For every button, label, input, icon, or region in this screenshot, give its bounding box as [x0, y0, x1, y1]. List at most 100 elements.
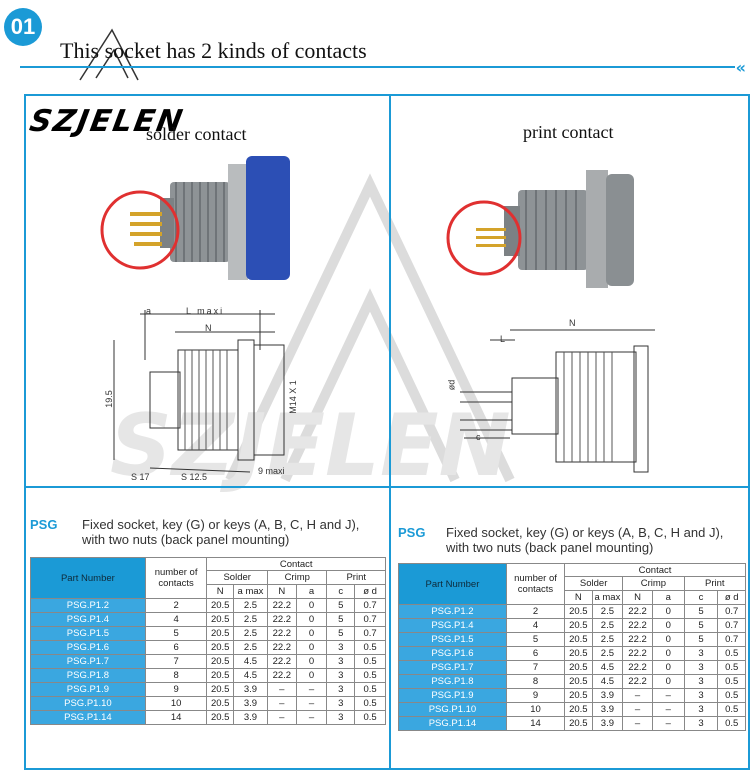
table-cell: 20.5 [564, 674, 593, 689]
table-cell: 20.5 [564, 660, 593, 675]
table-cell: – [622, 702, 653, 717]
part-number-cell: PSG.P1.2 [30, 598, 146, 613]
part-number-cell: PSG.P1.8 [398, 674, 507, 689]
product-code: PSG [30, 517, 58, 532]
title-underline [20, 66, 735, 68]
table-cell: 4 [144, 612, 208, 627]
table-cell: 4.5 [232, 668, 268, 683]
dim-s12: S 12.5 [181, 472, 208, 482]
table-cell: 20.5 [564, 702, 593, 717]
header-n: N [206, 584, 234, 599]
table-cell: – [266, 696, 297, 711]
header-a: a [651, 590, 685, 605]
dim-19-5: 19.5 [103, 390, 114, 408]
table-cell: 20.5 [206, 696, 234, 711]
table-cell: – [266, 710, 297, 725]
table-cell: 20.5 [564, 632, 593, 647]
table-cell: 2.5 [591, 618, 624, 633]
table-cell: 9 [505, 688, 566, 703]
part-number-cell: PSG.P1.7 [398, 660, 507, 675]
product-description-line2: with two nuts (back panel mounting) [82, 532, 290, 547]
table-cell: 0.5 [717, 716, 746, 731]
table-cell: 20.5 [206, 654, 234, 669]
table-cell: 0 [295, 654, 328, 669]
header-c: c [326, 584, 356, 599]
table-cell: 0.5 [717, 674, 746, 689]
table-cell: 9 [144, 682, 208, 697]
table-cell: 0.7 [717, 632, 746, 647]
header-amax: a max [591, 590, 624, 605]
table-cell: 0.5 [717, 660, 746, 675]
table-cell: 5 [683, 632, 719, 647]
part-number-cell: PSG.P1.2 [398, 604, 507, 619]
table-cell: 0.7 [717, 604, 746, 619]
table-cell: 22.2 [622, 660, 653, 675]
table-cell: – [651, 702, 685, 717]
header-crimp: Crimp [266, 570, 328, 585]
table-cell: 22.2 [622, 604, 653, 619]
header-print: Print [326, 570, 386, 585]
print-socket-drawing [460, 329, 655, 473]
table-cell: 3 [683, 702, 719, 717]
part-number-cell: PSG.P1.5 [398, 632, 507, 647]
part-number-cell: PSG.P1.9 [30, 682, 146, 697]
solder-contact-caption: solder contact [146, 124, 247, 144]
table-cell: 8 [505, 674, 566, 689]
table-cell: 4.5 [232, 654, 268, 669]
table-cell: – [622, 688, 653, 703]
header-od: ø d [717, 590, 746, 605]
table-cell: 20.5 [206, 682, 234, 697]
part-number-cell: PSG.P1.6 [398, 646, 507, 661]
table-cell: 2.5 [591, 604, 624, 619]
table-cell: 5 [326, 612, 356, 627]
table-cell: 22.2 [622, 674, 653, 689]
table-cell: 3.9 [232, 696, 268, 711]
table-cell: 3 [683, 660, 719, 675]
dim-lmax: L maxi [186, 306, 225, 316]
table-cell: 5 [144, 626, 208, 641]
table-cell: 0 [295, 626, 328, 641]
table-cell: – [295, 682, 328, 697]
table-cell: 22.2 [622, 646, 653, 661]
table-cell: 10 [505, 702, 566, 717]
table-cell: 10 [144, 696, 208, 711]
table-cell: – [295, 710, 328, 725]
table-cell: 2.5 [591, 632, 624, 647]
panels-frame [24, 94, 750, 770]
header-od: ø d [354, 584, 386, 599]
table-cell: 22.2 [266, 598, 297, 613]
table-cell: 4.5 [591, 660, 624, 675]
solder-socket-drawing [113, 310, 285, 473]
table-cell: 3 [683, 688, 719, 703]
svg-text:SZJELEN: SZJELEN [110, 396, 511, 496]
table-cell: 3.9 [591, 716, 624, 731]
header-num-contacts: number of contacts [505, 563, 566, 605]
header-num-contacts: number of contacts [144, 557, 208, 599]
part-number-cell: PSG.P1.8 [30, 668, 146, 683]
product-description-line1-right: Fixed socket, key (G) or keys (A, B, C, … [446, 525, 724, 540]
header-solder: Solder [206, 570, 268, 585]
table-cell: 3.9 [232, 682, 268, 697]
table-cell: 20.5 [206, 626, 234, 641]
table-cell: 20.5 [564, 688, 593, 703]
table-cell: 0.5 [717, 702, 746, 717]
header-n2: N [266, 584, 297, 599]
part-number-cell: PSG.P1.7 [30, 654, 146, 669]
header-solder: Solder [564, 576, 624, 591]
product-description-line2-right: with two nuts (back panel mounting) [446, 540, 654, 555]
header-amax: a max [232, 584, 268, 599]
table-cell: 0 [295, 640, 328, 655]
table-cell: – [622, 716, 653, 731]
section-number-badge: 01 [4, 8, 42, 46]
table-cell: 5 [683, 604, 719, 619]
table-cell: 22.2 [266, 668, 297, 683]
